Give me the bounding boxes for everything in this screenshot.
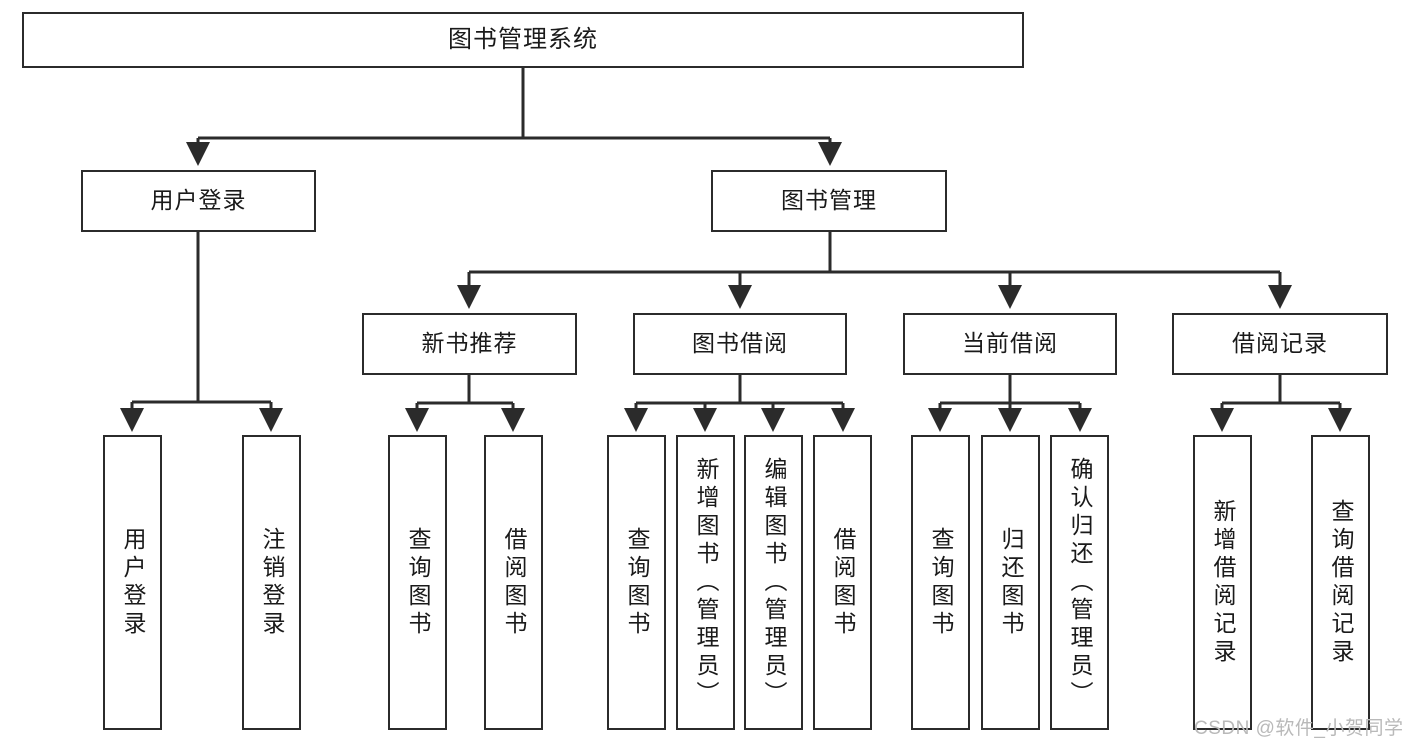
node-label: 图书管理系统 (448, 25, 598, 53)
node-label: 编辑图书（管理员） (761, 456, 787, 709)
node-label: 用户登录 (120, 526, 146, 639)
node-label: 图书借阅 (692, 330, 788, 357)
csdn-watermark: CSDN @软件_小贺同学 (1194, 718, 1404, 739)
node-root-system[interactable]: 图书管理系统 (22, 12, 1024, 68)
node-label: 新增图书（管理员） (693, 456, 719, 709)
leaf-return-books[interactable]: 归还图书 (981, 435, 1040, 730)
leaf-query-books-current[interactable]: 查询图书 (911, 435, 970, 730)
node-label: 借阅图书 (501, 526, 527, 639)
node-label: 注销登录 (259, 526, 285, 639)
node-label: 查询图书 (928, 526, 954, 639)
node-user-login[interactable]: 用户登录 (81, 170, 316, 232)
node-label: 新书推荐 (421, 330, 518, 357)
node-label: 查询图书 (405, 526, 431, 639)
leaf-edit-book-admin[interactable]: 编辑图书（管理员） (744, 435, 803, 730)
node-label: 当前借阅 (962, 330, 1058, 357)
node-label: 归还图书 (998, 526, 1024, 639)
node-current-borrow[interactable]: 当前借阅 (903, 313, 1117, 375)
node-label: 用户登录 (150, 187, 247, 214)
leaf-query-borrow-record[interactable]: 查询借阅记录 (1311, 435, 1370, 730)
node-label: 新增借阅记录 (1210, 498, 1236, 667)
node-label: 图书管理 (781, 187, 877, 214)
leaf-add-book-admin[interactable]: 新增图书（管理员） (676, 435, 735, 730)
node-book-borrow[interactable]: 图书借阅 (633, 313, 847, 375)
node-borrow-records[interactable]: 借阅记录 (1172, 313, 1388, 375)
node-label: 确认归还（管理员） (1067, 456, 1093, 709)
leaf-borrow-books[interactable]: 借阅图书 (813, 435, 872, 730)
node-label: 借阅图书 (830, 526, 856, 639)
node-new-book-recommendation[interactable]: 新书推荐 (362, 313, 577, 375)
leaf-borrow-books-recommendation[interactable]: 借阅图书 (484, 435, 543, 730)
leaf-confirm-return-admin[interactable]: 确认归还（管理员） (1050, 435, 1109, 730)
leaf-logout[interactable]: 注销登录 (242, 435, 301, 730)
node-book-management[interactable]: 图书管理 (711, 170, 947, 232)
leaf-user-login[interactable]: 用户登录 (103, 435, 162, 730)
node-label: 查询图书 (624, 526, 650, 639)
node-label: 借阅记录 (1232, 330, 1328, 357)
leaf-query-books-borrow[interactable]: 查询图书 (607, 435, 666, 730)
leaf-query-books-recommendation[interactable]: 查询图书 (388, 435, 447, 730)
leaf-add-borrow-record[interactable]: 新增借阅记录 (1193, 435, 1252, 730)
node-label: 查询借阅记录 (1328, 498, 1354, 667)
